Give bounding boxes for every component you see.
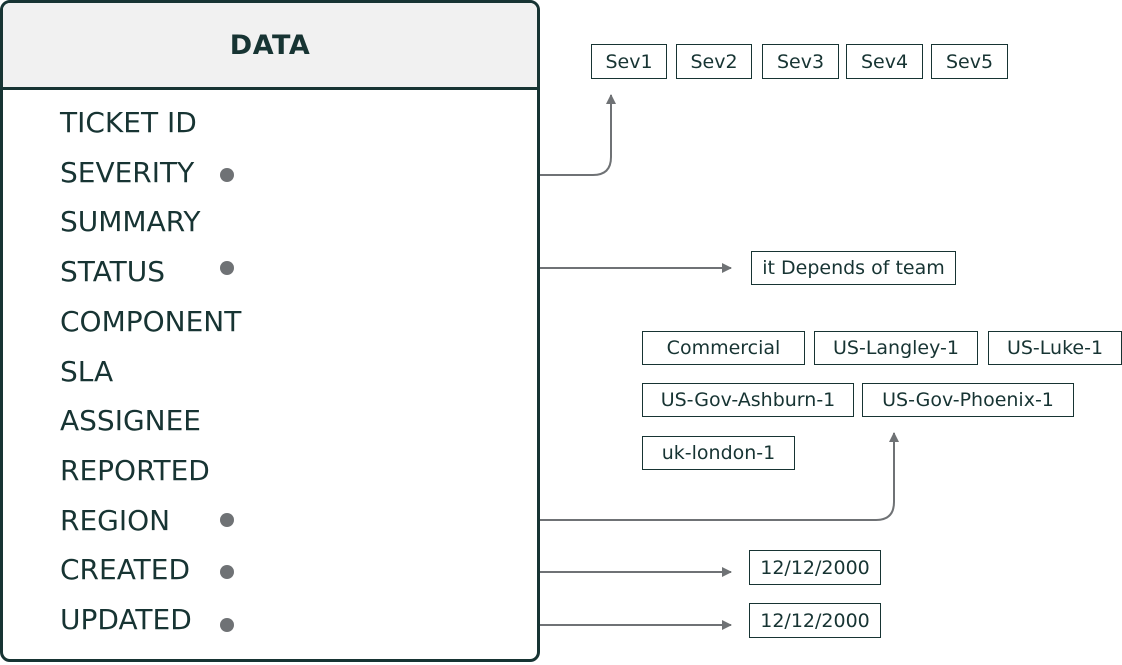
severity-connector-dot	[220, 168, 234, 182]
region-value-tag: US-Langley-1	[814, 331, 978, 365]
updated-connector-dot	[220, 618, 234, 632]
field-sla: SLA	[60, 355, 114, 388]
field-assignee: ASSIGNEE	[60, 404, 201, 437]
severity-connector	[248, 94, 616, 176]
region-value-tag: uk-london-1	[642, 436, 795, 470]
region-connector	[250, 432, 899, 521]
updated-value-tag: 12/12/2000	[749, 603, 881, 638]
field-region: REGION	[60, 504, 171, 537]
severity-value-tag: Sev1	[591, 44, 667, 79]
severity-value-tag: Sev4	[846, 44, 923, 79]
status-connector-dot	[220, 261, 234, 275]
severity-value-tag: Sev3	[762, 44, 839, 79]
field-summary: SUMMARY	[60, 205, 201, 238]
field-updated: UPDATED	[60, 603, 192, 636]
region-value-tag: US-Luke-1	[988, 331, 1122, 365]
region-value-tag: US-Gov-Phoenix-1	[862, 383, 1074, 417]
region-value-tag: Commercial	[642, 331, 805, 365]
field-status: STATUS	[60, 255, 166, 288]
data-entity-table: DATA TICKET ID SEVERITY SUMMARY STATUS C…	[0, 0, 540, 662]
region-value-tag: US-Gov-Ashburn-1	[642, 383, 854, 417]
field-created: CREATED	[60, 553, 191, 586]
field-reported: REPORTED	[60, 454, 210, 487]
region-connector-dot	[220, 513, 234, 527]
table-title: DATA	[229, 29, 311, 61]
field-component: COMPONENT	[60, 305, 242, 338]
severity-value-tag: Sev5	[931, 44, 1008, 79]
created-connector-dot	[220, 565, 234, 579]
table-header: DATA	[3, 3, 537, 90]
created-value-tag: 12/12/2000	[749, 550, 881, 585]
status-value-tag: it Depends of team	[751, 251, 956, 285]
field-severity: SEVERITY	[60, 156, 195, 189]
severity-value-tag: Sev2	[676, 44, 752, 79]
field-ticket-id: TICKET ID	[60, 106, 197, 139]
